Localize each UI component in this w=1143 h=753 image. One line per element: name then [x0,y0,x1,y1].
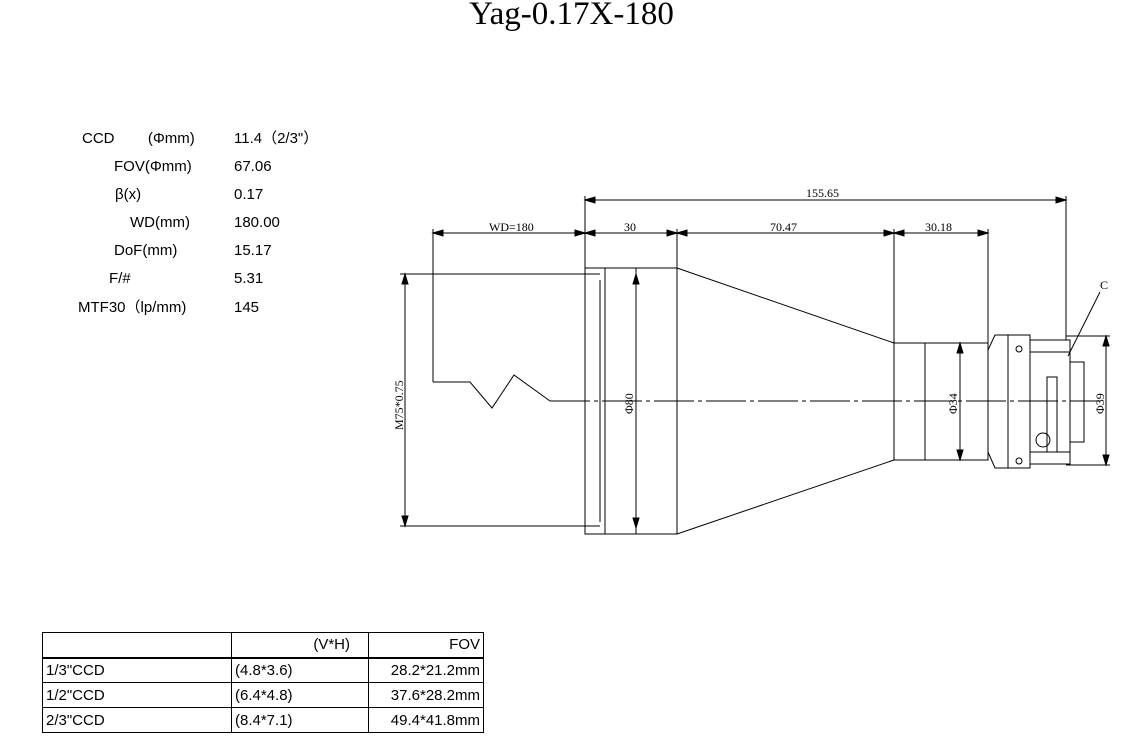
working-distance-zigzag [433,374,551,409]
label-seg3: 30.18 [925,220,952,234]
table-cell: 28.2*21.2mm [368,657,484,683]
table-cell: (6.4*4.8) [231,682,369,708]
table-cell: 49.4*41.8mm [368,707,484,733]
spec-value-mtf: 145 [234,299,260,316]
spec-label-wd: WD(mm) [130,214,190,231]
dimension-total-length [583,196,1068,340]
label-mount: C [1100,278,1108,292]
table-cell: 1/2"CCD [42,682,232,708]
spec-value-dof: 15.17 [234,242,272,259]
spec-label-ccd: CCD (Φmm) [82,130,195,147]
table-cell: (4.8*3.6) [231,657,369,683]
table-row: 1/2"CCD (6.4*4.8) 37.6*28.2mm [42,682,484,708]
table-cell: (8.4*7.1) [231,707,369,733]
table-cell: 1/3"CCD [42,657,232,683]
spec-label-fnum: F/# [109,270,131,287]
table-header-cell: FOV [368,632,484,659]
table-header-row: (V*H) FOV [42,632,484,659]
table-header-cell [42,632,232,659]
lens-technical-drawing: 155.65 WD=180 30 70.47 30.18 C M75*0.75 … [392,186,1110,535]
lens-front-section [584,267,678,535]
label-total-length: 155.65 [806,186,839,200]
spec-value-wd: 180.00 [234,214,280,231]
spec-label-dof: DoF(mm) [114,242,178,259]
table-cell: 37.6*28.2mm [368,682,484,708]
lens-cone [676,267,895,535]
spec-list: CCD (Φmm) 11.4（2/3"） FOV(Φmm) 67.06 β(x)… [0,125,380,325]
spec-value-fov: 67.06 [234,158,272,175]
dimension-thread [400,272,600,528]
spec-label-mtf: MTF30（lp/mm) [78,299,187,316]
table-cell: 2/3"CCD [42,707,232,733]
label-dia-mid: Φ34 [946,393,960,414]
table-row: 2/3"CCD (8.4*7.1) 49.4*41.8mm [42,707,484,733]
label-dia-front: Φ80 [622,393,636,414]
spec-value-beta: 0.17 [234,186,264,203]
table-row: 1/3"CCD (4.8*3.6) 28.2*21.2mm [42,657,484,683]
dimension-segments [431,229,990,382]
table-header-cell: (V*H) [231,632,369,659]
spec-label-beta: β(x) [115,186,142,203]
label-wd: WD=180 [489,220,534,234]
label-seg2: 70.47 [770,220,797,234]
label-thread: M75*0.75 [392,380,406,430]
label-dia-rear: Φ39 [1093,393,1107,414]
lens-rear-mount [987,291,1110,469]
ccd-fov-table: (V*H) FOV 1/3"CCD (4.8*3.6) 28.2*21.2mm … [42,632,484,733]
label-seg1: 30 [624,220,636,234]
page-title: Yag-0.17X-180 [469,0,674,32]
spec-label-fov: FOV(Φmm) [114,158,192,175]
spec-value-fnum: 5.31 [234,270,264,287]
spec-value-ccd: 11.4（2/3"） [234,130,319,147]
